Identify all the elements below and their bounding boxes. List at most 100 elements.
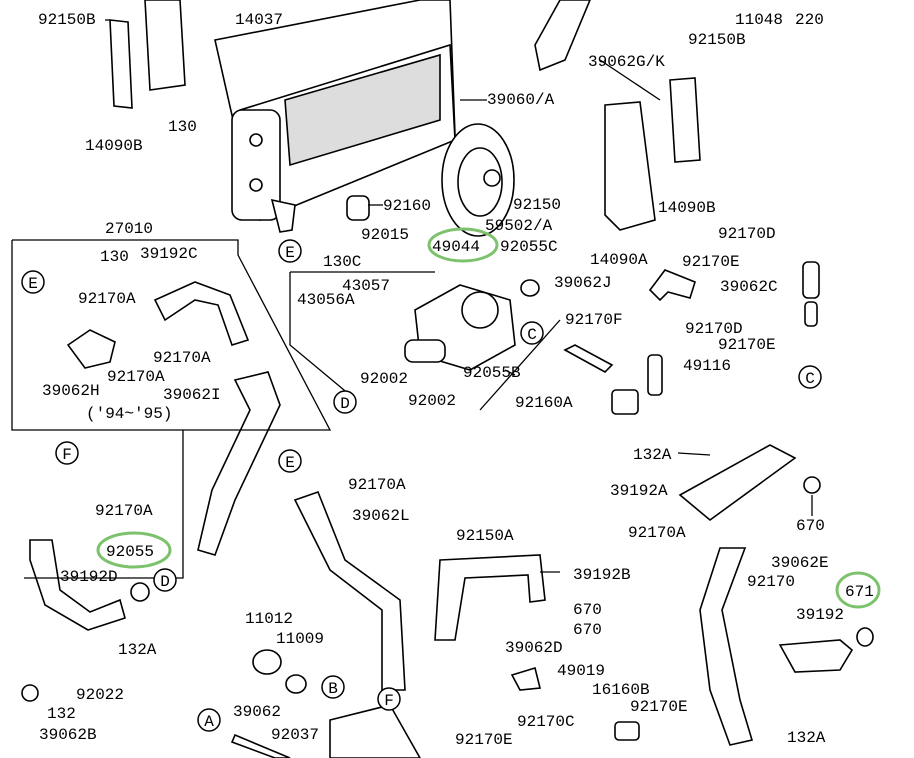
part-label: 39062G/K [588, 53, 665, 71]
part-label: 39192B [573, 566, 631, 584]
callout-letter: E [285, 454, 295, 472]
part-label: 14090B [85, 137, 143, 155]
hose-39062c-lower [804, 301, 818, 327]
part-label: 49019 [557, 662, 605, 680]
part-label: 92002 [360, 370, 408, 388]
radiator-bolt [249, 133, 263, 147]
part-label: 11048 [735, 11, 783, 29]
part-label: 39060/A [487, 91, 555, 109]
thermostat-outlet [461, 291, 499, 329]
part-label: 39062I [163, 386, 221, 404]
part-label: 39192 [796, 606, 844, 624]
callout-circle [197, 708, 221, 732]
callout-circle [55, 441, 79, 465]
callout-circle [21, 270, 45, 294]
o-ring-670 [803, 476, 821, 494]
seal-11009 [285, 674, 307, 694]
part-label: 14037 [235, 11, 283, 29]
part-label: 132 [47, 705, 76, 723]
callout-circle [798, 365, 822, 389]
callouts: E C D C E F D E F B A [21, 239, 822, 732]
part-label: 132A [633, 446, 672, 464]
part-labels: 92150B 14037 11048 220 39062G/K 92150B 3… [38, 11, 874, 749]
highlight-92055 [96, 531, 172, 569]
highlight-49044 [427, 227, 499, 263]
part-label: ('94~'95) [86, 405, 172, 423]
part-label: 92055C [500, 238, 558, 256]
part-label: 92170F [565, 311, 623, 329]
part-label: 39062E [771, 554, 829, 572]
part-label: 670 [796, 517, 825, 535]
part-label: 132A [787, 729, 826, 747]
cap-11012 [252, 649, 282, 675]
leader-lines [11, 19, 813, 579]
radiator-bolt [249, 178, 263, 192]
part-label: 92170E [630, 698, 688, 716]
leader [599, 59, 661, 101]
hose-390621 [197, 371, 281, 556]
part-label: 27010 [105, 220, 153, 238]
part-label: 92022 [76, 686, 124, 704]
callout-letter: B [328, 680, 338, 698]
callout-letter: C [805, 370, 815, 388]
part-label: 43057 [342, 277, 390, 295]
callout-circle [333, 390, 357, 414]
pipe-92037 [329, 704, 421, 758]
part-label: 39192A [610, 482, 668, 500]
center-box-border [289, 271, 561, 411]
part-label: 92170D [718, 225, 776, 243]
part-label: 11012 [245, 610, 293, 628]
part-label: 39192D [60, 568, 118, 586]
part-label: 39062C [720, 278, 778, 296]
callout-circle [321, 675, 345, 699]
part-label: 39062L [352, 507, 410, 525]
part-label: 92150 [513, 196, 561, 214]
callout-letter: F [384, 692, 394, 710]
o-ring-92055 [130, 582, 150, 602]
hose-39062j [648, 269, 696, 302]
parts-artwork [21, 0, 874, 758]
hose-39062gk [534, 0, 591, 72]
callout-letter: E [28, 275, 38, 293]
part-label: 49044 [432, 238, 480, 256]
part-label: 92170 [747, 573, 795, 591]
part-label: 43056A [297, 291, 355, 309]
left-gasket-14090b [109, 19, 133, 109]
part-label: 130 [100, 248, 129, 266]
part-label: 16160B [592, 681, 650, 699]
pipe-39192d [29, 539, 126, 631]
part-label: 14090B [658, 199, 716, 217]
part-label: 92170D [685, 320, 743, 338]
pipe-39192b [434, 554, 546, 641]
part-label: 130C [323, 253, 361, 271]
washer-92022 [21, 684, 39, 702]
part-label: 92160A [515, 394, 573, 412]
hose-39192c [153, 281, 250, 346]
radiator-left-tank [231, 109, 281, 221]
part-label: 92170A [628, 524, 686, 542]
leader [504, 369, 516, 376]
fan-hub [483, 169, 501, 187]
part-label: 39062J [554, 274, 612, 292]
part-label: 92015 [361, 226, 409, 244]
part-label: 92170A [153, 349, 211, 367]
rubber-mount-92160 [346, 195, 370, 221]
part-label: 92002 [408, 392, 456, 410]
part-label: 670 [573, 601, 602, 619]
callout-letter: D [340, 395, 350, 413]
tank-gasket-14090b [669, 77, 701, 163]
hose-39062c [802, 261, 820, 299]
part-label: 132A [118, 641, 157, 659]
highlights [96, 227, 881, 609]
left-box-border [11, 239, 332, 579]
part-label: 92170E [455, 731, 513, 749]
part-label: 11009 [276, 630, 324, 648]
callout-circle [153, 568, 177, 592]
part-label: 92170A [78, 290, 136, 308]
hose-39062h [66, 329, 116, 369]
callout-letter: C [527, 326, 537, 344]
part-label: 14090A [590, 251, 648, 269]
callout-letter: F [62, 446, 72, 464]
sensor-16160b [614, 721, 640, 741]
highlight-671 [835, 571, 881, 609]
